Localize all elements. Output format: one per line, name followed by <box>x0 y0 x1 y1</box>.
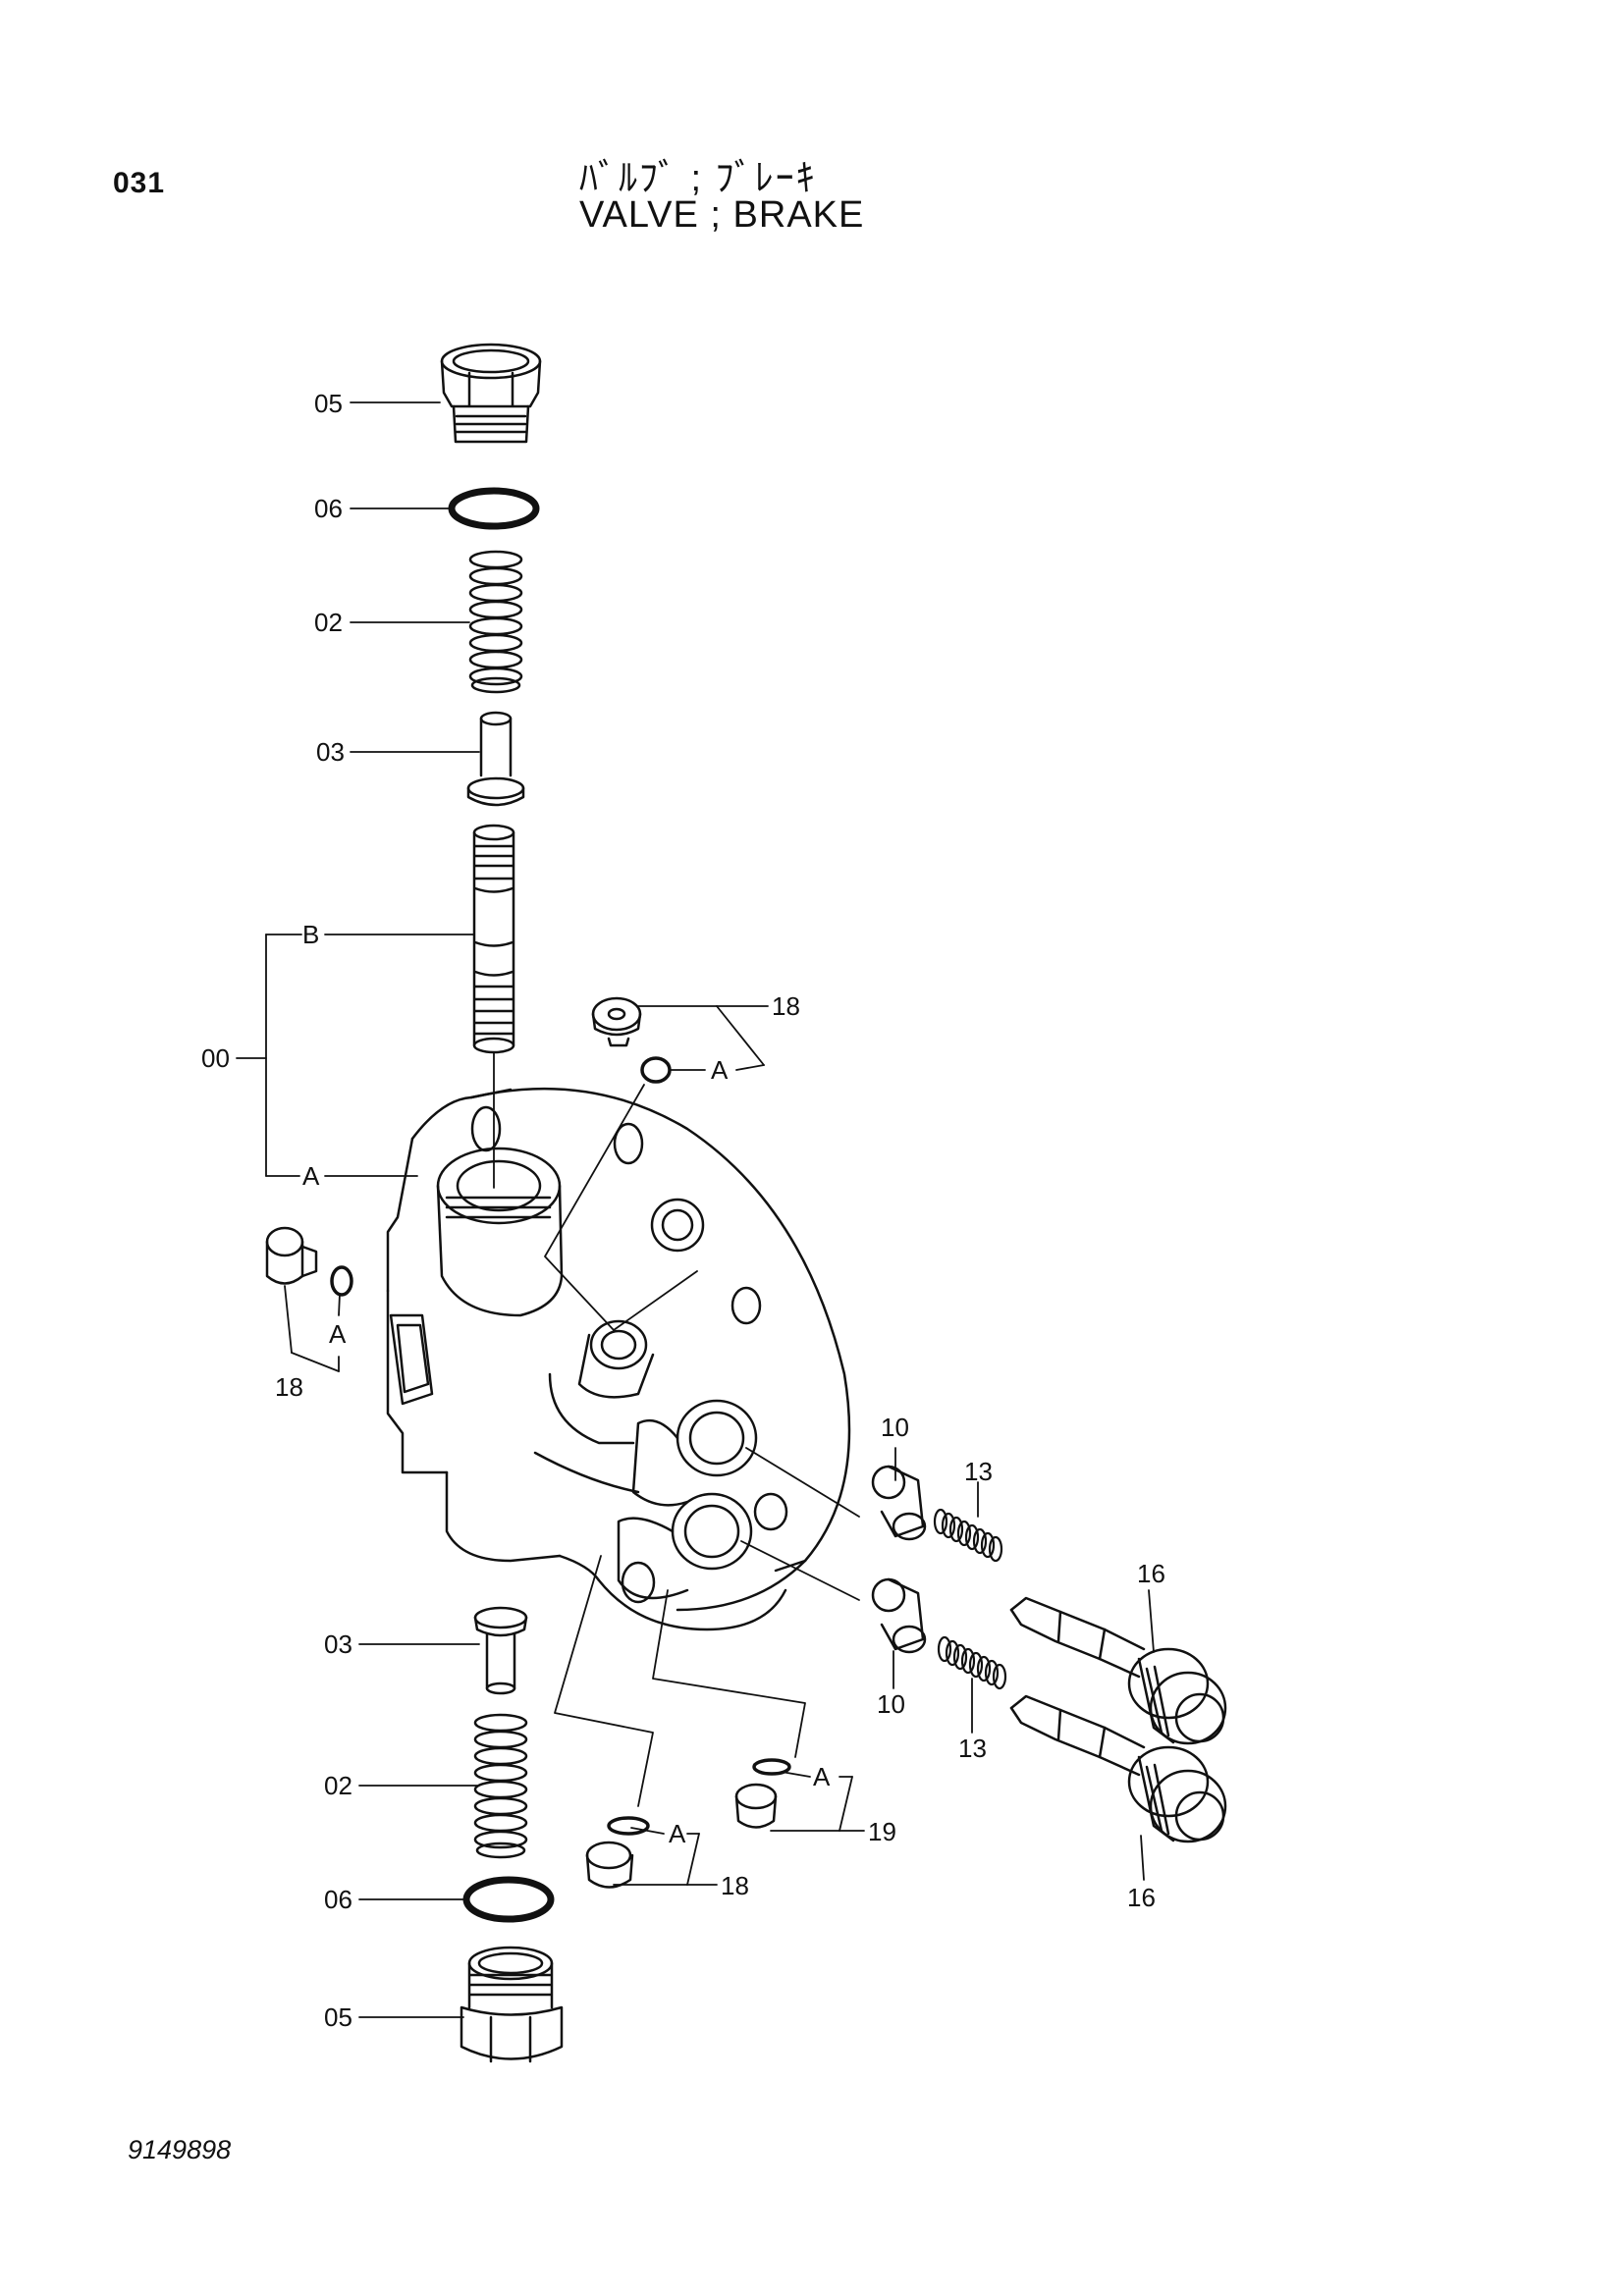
brake-valve-body <box>386 1087 851 1631</box>
callout-02-top: 02 <box>314 608 343 637</box>
part-16-bottom-poppet <box>1009 1694 1227 1843</box>
callout-a-left: A <box>329 1319 347 1349</box>
callout-10-top: 10 <box>881 1413 909 1442</box>
passage-lines <box>544 1084 860 1807</box>
callout-a-body: A <box>302 1161 320 1191</box>
callout-18-bottom: 18 <box>721 1871 749 1900</box>
callout-b: B <box>302 920 319 949</box>
callout-10-bottom: 10 <box>877 1689 905 1719</box>
callout-16-bottom: 16 <box>1127 1883 1156 1912</box>
part-13-top-spring <box>933 1508 1003 1563</box>
part-19-plug <box>734 1758 791 1829</box>
callout-13-bottom: 13 <box>958 1734 987 1763</box>
part-13-bottom-spring <box>937 1635 1007 1690</box>
title-japanese: ﾊﾞﾙﾌﾞ ; ﾌﾞﾚｰｷ <box>579 158 817 199</box>
callout-a-bottom-2: A <box>813 1762 831 1791</box>
part-05-bottom-plug <box>460 1946 564 2063</box>
part-03-bottom-seat <box>473 1606 528 1695</box>
part-06-bottom-oring <box>462 1876 555 1923</box>
callout-02-bottom: 02 <box>324 1771 352 1800</box>
part-06-top-oring <box>448 487 540 530</box>
callout-05-top: 05 <box>314 389 343 418</box>
page-number: 031 <box>113 167 166 199</box>
part-02-bottom-spring <box>473 1713 528 1859</box>
part-05-top-plug <box>440 343 542 444</box>
part-18-top-plug <box>591 996 672 1084</box>
callout-03-top: 03 <box>316 737 345 767</box>
part-10-top-sleeve <box>871 1465 927 1541</box>
document-number: 9149898 <box>128 2135 232 2164</box>
callout-06-top: 06 <box>314 494 343 523</box>
part-10-bottom-sleeve <box>871 1577 927 1654</box>
callout-a-top: A <box>711 1055 729 1085</box>
callout-16-top: 16 <box>1137 1559 1165 1588</box>
leader-lines <box>236 401 1155 2018</box>
part-02-top-spring <box>468 550 523 694</box>
callout-06-bottom: 06 <box>324 1885 352 1914</box>
title-english: VALVE ; BRAKE <box>579 194 865 236</box>
callout-18-top: 18 <box>772 991 800 1021</box>
part-18-bottom-plug <box>585 1816 650 1889</box>
callout-18-left: 18 <box>275 1372 303 1402</box>
callout-13-top: 13 <box>964 1457 993 1486</box>
callout-03-bottom: 03 <box>324 1629 352 1659</box>
callout-05-bottom: 05 <box>324 2002 352 2032</box>
part-03-top-seat <box>466 711 525 807</box>
callout-19: 19 <box>868 1817 896 1846</box>
part-18-left-plug <box>265 1226 353 1297</box>
callout-a-bottom-1: A <box>669 1819 686 1848</box>
spool-assembly-b <box>472 824 515 1054</box>
callout-00: 00 <box>201 1043 230 1073</box>
part-16-top-poppet <box>1009 1596 1227 1745</box>
